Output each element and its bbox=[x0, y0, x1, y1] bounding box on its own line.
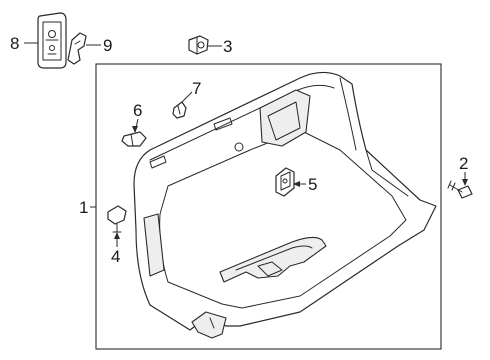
callout-4: 4 bbox=[111, 247, 120, 266]
part-9-clip bbox=[67, 32, 87, 65]
part-3-nut bbox=[188, 35, 209, 55]
part-7-clip bbox=[172, 101, 187, 119]
callout-5: 5 bbox=[308, 175, 317, 194]
callout-2: 2 bbox=[459, 154, 468, 173]
part-6-retainer bbox=[121, 131, 147, 147]
leader-lines bbox=[24, 42, 468, 247]
part-4-fastener bbox=[107, 205, 127, 233]
callout-3: 3 bbox=[223, 37, 232, 56]
callout-6: 6 bbox=[133, 101, 142, 120]
callout-8: 8 bbox=[10, 34, 19, 53]
callouts: 8 9 3 7 6 2 5 1 4 bbox=[10, 34, 468, 266]
part-8-bracket bbox=[37, 12, 67, 69]
part-1-trunk-trim-panel bbox=[133, 71, 437, 339]
part-2-screw bbox=[447, 180, 473, 199]
callout-9: 9 bbox=[103, 36, 112, 55]
callout-1: 1 bbox=[79, 198, 88, 217]
part-5-latch-bracket bbox=[275, 167, 295, 197]
callout-7: 7 bbox=[192, 79, 201, 98]
